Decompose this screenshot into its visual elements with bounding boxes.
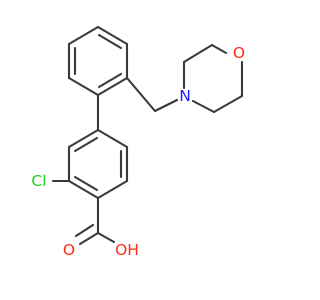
bond	[212, 94, 244, 114]
oxygen-label-morpholine: O	[233, 44, 245, 62]
double-bond-c-o	[78, 231, 100, 246]
bond	[67, 25, 100, 46]
hydroxyl-label: OH	[115, 241, 139, 259]
double-bond-inner	[97, 72, 123, 89]
bond	[96, 128, 129, 149]
lower-benzene-ring	[67, 128, 129, 200]
double-bond-inner	[97, 33, 123, 50]
upper-benzene-ring	[67, 25, 129, 97]
bond	[96, 76, 129, 97]
morpholine-ring	[182, 43, 244, 114]
chlorine-label: Cl	[31, 172, 46, 190]
bond-c-oh	[96, 231, 116, 244]
bond	[67, 179, 100, 200]
oxygen-label-carbonyl: O	[63, 241, 75, 259]
bond	[96, 25, 129, 46]
bond-ring-ch2	[125, 76, 157, 113]
bond-ch2-n	[153, 98, 179, 113]
bond	[191, 99, 216, 114]
bond	[96, 179, 129, 200]
double-bond-inner	[73, 175, 99, 192]
double-bond-c-o	[74, 223, 95, 238]
bond	[67, 76, 100, 97]
molecule-structure: O N Cl O OH	[31, 25, 245, 259]
nitrogen-label: N	[179, 87, 191, 105]
bond	[67, 128, 100, 149]
bond	[210, 43, 228, 55]
double-bond-inner	[73, 136, 99, 153]
bond	[182, 43, 214, 64]
